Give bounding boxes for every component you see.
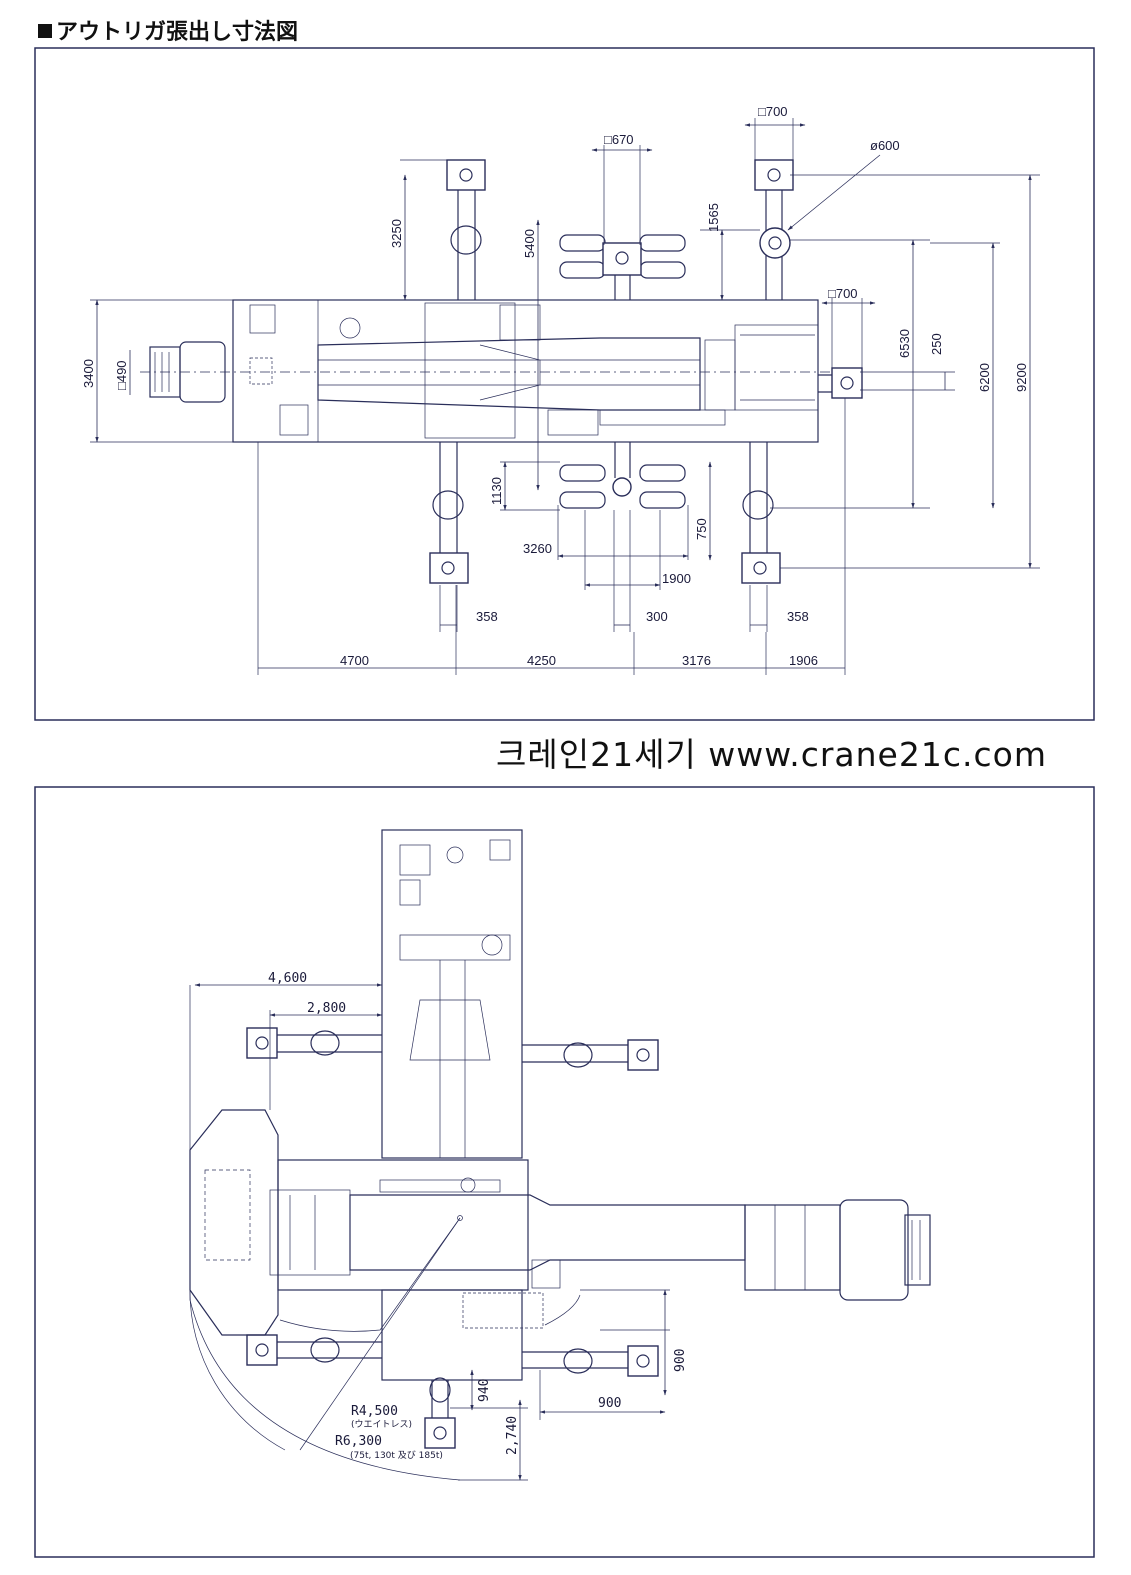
dim-sq700-top: □700 (758, 104, 788, 119)
bottom-dimension-lines (194, 983, 670, 1481)
dim-1906: 1906 (789, 653, 818, 668)
dim-3176: 3176 (682, 653, 711, 668)
dim-dia600: ø600 (870, 138, 900, 153)
dim-900-vertical: 900 (673, 1349, 688, 1372)
dim-6200: 6200 (977, 363, 992, 392)
dim-750: 750 (694, 518, 709, 540)
dim-4250: 4250 (527, 653, 556, 668)
page-title-text: アウトリガ張出し寸法図 (56, 20, 299, 45)
radius-4500: R4,500 (351, 1404, 398, 1419)
dim-3260: 3260 (523, 541, 552, 556)
page-title: アウトリガ張出し寸法図 (38, 14, 298, 46)
radius-6300: R6,300 (335, 1434, 382, 1449)
radius-4500-note: (ウエイトレス) (351, 1419, 412, 1430)
top-panel-frame (34, 47, 1095, 721)
top-dimension-labels: □700 □670 ø600 □700 3250 5400 1565 3400 … (81, 104, 1029, 668)
dim-sq670: □670 (604, 132, 634, 147)
dim-sq490: □490 (114, 360, 129, 390)
bottom-dimension-labels: 4,600 2,800 900 900 940 2,740 R4,500 (ウエ… (268, 971, 688, 1461)
title-square-bullet (38, 24, 52, 38)
dim-3250: 3250 (389, 219, 404, 248)
top-crane-plan-view (140, 159, 863, 584)
watermark-text: 크레인21세기 www.crane21c.com (496, 735, 1047, 774)
top-dimension-lines (90, 118, 1040, 675)
dim-1900: 1900 (662, 571, 691, 586)
dim-900-horizontal: 900 (598, 1396, 621, 1411)
dim-358-right: 358 (787, 609, 809, 624)
dim-1565: 1565 (706, 203, 721, 232)
dim-300: 300 (646, 609, 668, 624)
dim-3400: 3400 (81, 359, 96, 388)
dim-9200: 9200 (1014, 363, 1029, 392)
dim-358-left: 358 (476, 609, 498, 624)
dim-250: 250 (929, 333, 944, 355)
radius-6300-note: (75t, 130t 及び 185t) (350, 1450, 443, 1461)
bottom-crane-plan-view (189, 829, 931, 1481)
bottom-panel-frame (34, 786, 1095, 1558)
dim-4700: 4700 (340, 653, 369, 668)
dim-sq700-right: □700 (828, 286, 858, 301)
dim-2740: 2,740 (505, 1416, 520, 1455)
dim-2800: 2,800 (307, 1001, 346, 1016)
dim-6530: 6530 (897, 329, 912, 358)
dim-940: 940 (477, 1379, 492, 1402)
dim-1130: 1130 (489, 477, 504, 505)
dim-5400: 5400 (522, 229, 537, 258)
dim-4600: 4,600 (268, 971, 307, 986)
